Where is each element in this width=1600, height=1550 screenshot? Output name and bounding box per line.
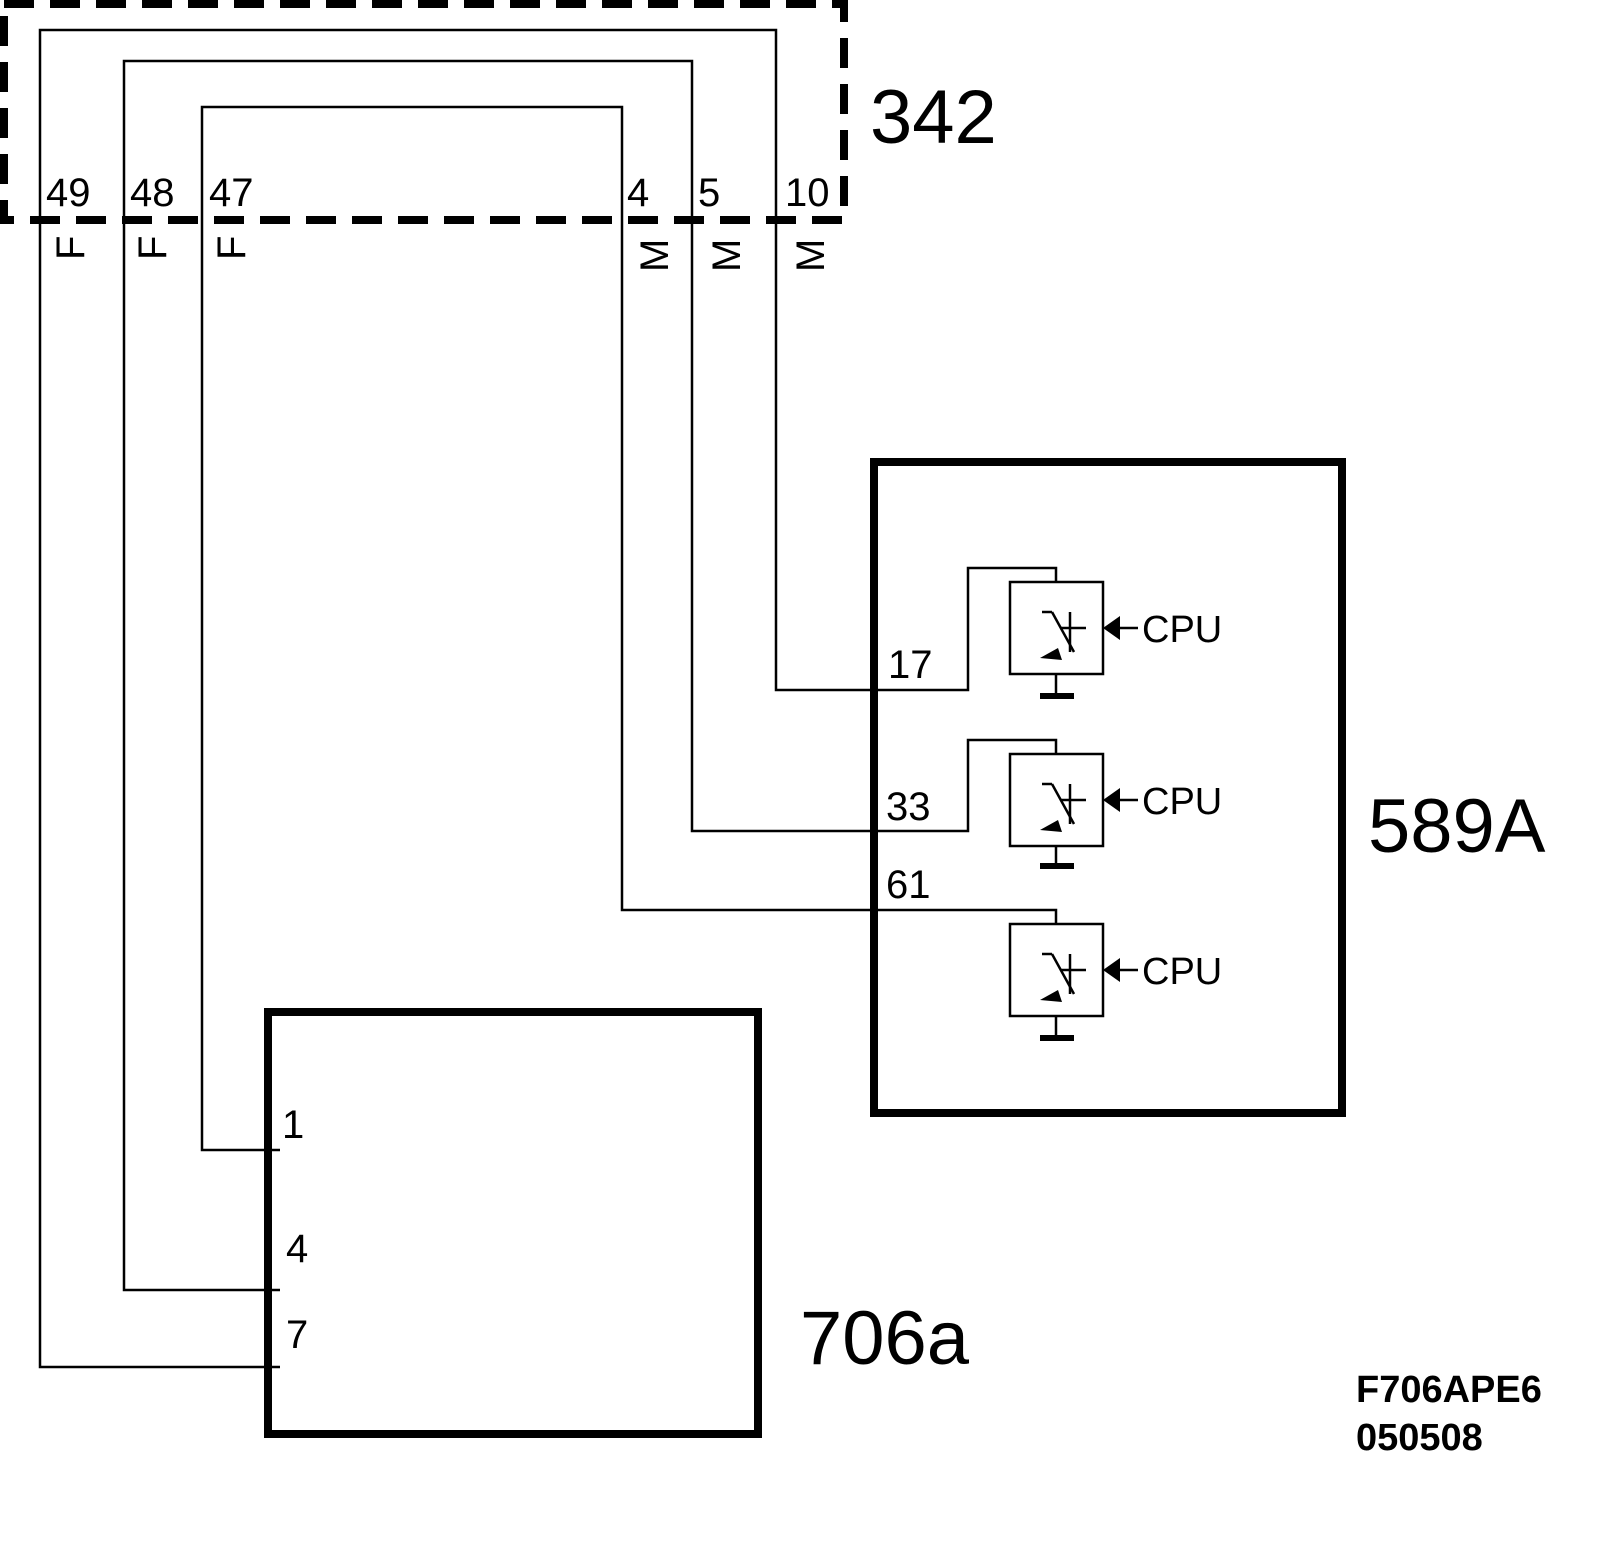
ecu-589a-box xyxy=(870,458,1346,1117)
connector-pin-genders: F F F M M M xyxy=(49,236,833,272)
driver-2-cpu-label: CPU xyxy=(1142,781,1222,823)
connector-gender-4: M xyxy=(633,239,677,272)
connector-pin-49: 49 xyxy=(46,171,91,215)
connector-342-label: 342 xyxy=(870,75,997,160)
module-pin-7: 7 xyxy=(286,1313,308,1357)
connector-gender-47: F xyxy=(210,236,254,260)
module-pin-4: 4 xyxy=(286,1227,308,1271)
driver-1-cpu-label: CPU xyxy=(1142,609,1222,651)
transistor-driver-1: CPU xyxy=(1008,580,1222,699)
module-pin-1: 1 xyxy=(282,1103,304,1147)
transistor-driver-2: CPU xyxy=(1008,752,1222,869)
module-706a-box xyxy=(264,1008,762,1438)
ecu-pin-61: 61 xyxy=(886,863,931,907)
connector-pin-48: 48 xyxy=(130,171,175,215)
transistor-driver-3: CPU xyxy=(1008,922,1222,1041)
connector-gender-48: F xyxy=(131,236,175,260)
figure-ref-date: 050508 xyxy=(1356,1417,1483,1459)
wires xyxy=(38,28,1058,1369)
ecu-pin-33: 33 xyxy=(886,785,931,829)
module-706a-label: 706a xyxy=(800,1296,970,1381)
ecu-pin-17: 17 xyxy=(888,643,933,687)
wire-47-to-module-1 xyxy=(200,105,1058,1152)
connector-gender-10: M xyxy=(789,239,833,272)
wire-49-to-module-7 xyxy=(38,28,1058,1369)
wire-48-to-module-4 xyxy=(122,59,1058,1292)
figure-ref-code: F706APE6 xyxy=(1356,1369,1542,1411)
connector-pin-10: 10 xyxy=(785,171,830,215)
ecu-589a-label: 589A xyxy=(1368,784,1546,869)
connector-342-outline xyxy=(0,0,848,224)
connector-gender-5: M xyxy=(705,239,749,272)
connector-pin-47: 47 xyxy=(209,171,254,215)
connector-pin-5: 5 xyxy=(698,171,720,215)
driver-3-cpu-label: CPU xyxy=(1142,951,1222,993)
connector-gender-49: F xyxy=(49,236,93,260)
connector-pin-4: 4 xyxy=(627,171,649,215)
connector-pin-numbers: 49 48 47 4 5 10 xyxy=(46,171,830,215)
